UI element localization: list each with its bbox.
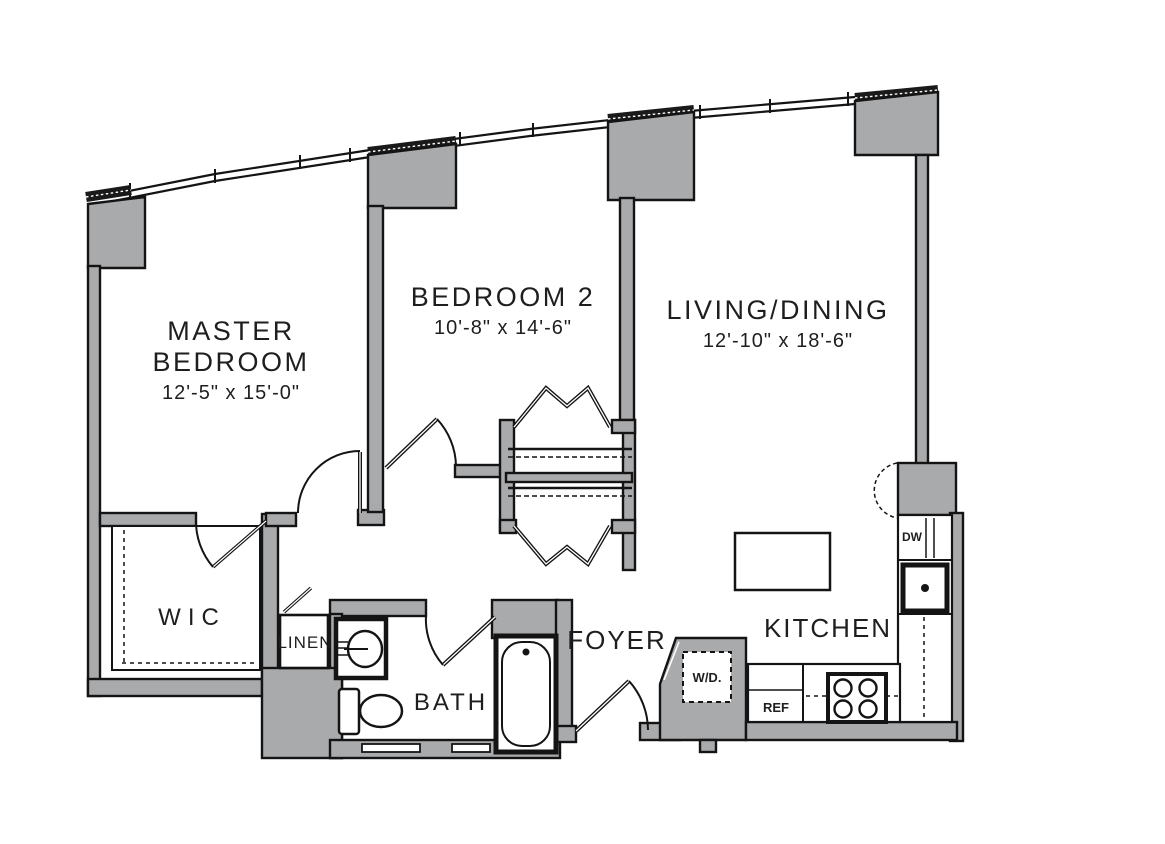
room-label-living-dining: LIVING/DINING 12'-10" x 18'-6": [666, 295, 889, 353]
column-mid-left: [366, 142, 458, 210]
living-dimensions: 12'-10" x 18'-6": [702, 330, 854, 352]
bedroom2-name: BEDROOM 2: [410, 282, 596, 312]
room-label-bedroom2: BEDROOM 2 10'-8" x 14'-6": [411, 282, 596, 340]
bath-vanity-sink: [333, 616, 389, 681]
master-name-line1: MASTER: [167, 316, 295, 346]
doors: [194, 417, 649, 733]
walls: [86, 90, 965, 760]
master-dimensions: 12'-5" x 15'-0": [161, 382, 301, 404]
living-name: LIVING/DINING: [666, 295, 890, 325]
room-label-foyer: FOYER: [567, 625, 667, 655]
window-wall: [87, 90, 939, 208]
bath-door: [424, 614, 497, 667]
label-refrigerator: REF: [763, 700, 789, 715]
bifold-door-foyer: [512, 524, 612, 568]
room-label-wic: WIC: [158, 604, 226, 631]
toilet: [337, 687, 404, 736]
room-label-linen: LINEN: [277, 633, 333, 652]
column-northwest: [86, 195, 147, 270]
bathroom-fixtures: [333, 616, 559, 755]
room-label-bath: BATH: [413, 689, 489, 716]
linen-closet: [278, 613, 330, 670]
washer-dryer: [682, 651, 732, 703]
bedroom2-door: [384, 417, 457, 470]
window-mullion-ticks: [129, 92, 849, 197]
threshold: [451, 743, 491, 753]
label-dishwasher: DW: [902, 530, 922, 544]
master-door: [297, 450, 362, 514]
linen-door: [282, 586, 313, 614]
threshold: [361, 743, 421, 753]
room-label-kitchen: KITCHEN: [763, 613, 893, 643]
kitchen-fixtures: [733, 462, 954, 724]
bathtub: [493, 633, 559, 755]
room-label-master-bedroom: MASTER BEDROOM 12'-5" x 15'-0": [152, 316, 309, 405]
column-mid-right: [606, 110, 696, 202]
bedroom2-dimensions: 10'-8" x 14'-6": [433, 317, 572, 339]
bifold-door-bedroom2: [512, 384, 612, 429]
wic-interior: [111, 525, 261, 671]
entry-door: [574, 679, 649, 733]
range-stove: [826, 672, 888, 724]
kitchen-sink: [900, 562, 950, 614]
wic-door: [194, 518, 268, 569]
column-northeast: [853, 90, 940, 157]
master-name-line2: BEDROOM: [152, 347, 310, 377]
service-block: [896, 461, 958, 517]
closets: [508, 384, 632, 568]
window-header-bands: [85, 85, 939, 202]
label-washer-dryer: W/D.: [692, 670, 722, 685]
wall-west: [86, 264, 102, 698]
kitchen-island: [733, 531, 832, 592]
